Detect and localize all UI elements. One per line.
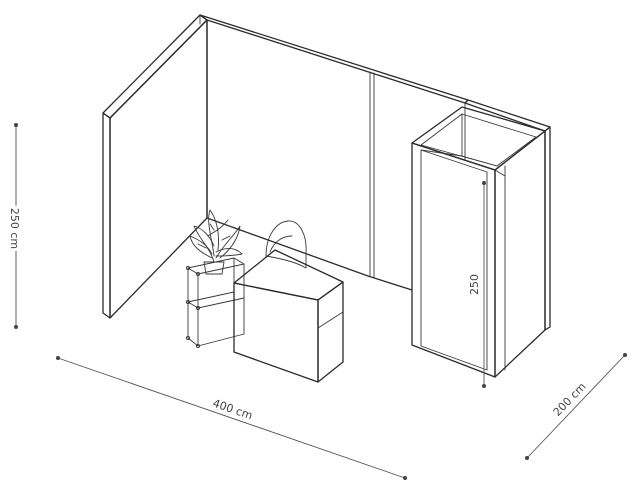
cabin-front-panel <box>411 142 506 378</box>
cabin-height-label: 250 <box>468 272 481 297</box>
height-label: 250 cm <box>8 205 22 252</box>
counter <box>233 249 344 383</box>
left-wall <box>102 14 208 319</box>
depth-dimension-line <box>525 353 627 460</box>
cabin-side-panel <box>494 130 546 378</box>
chair <box>265 220 307 269</box>
width-dimension-line <box>56 356 407 480</box>
cabin-height-dimension-line <box>482 181 486 388</box>
plant <box>189 209 243 275</box>
cabin-opening <box>411 106 546 171</box>
back-wall <box>199 14 469 291</box>
shelf-unit <box>185 257 245 349</box>
